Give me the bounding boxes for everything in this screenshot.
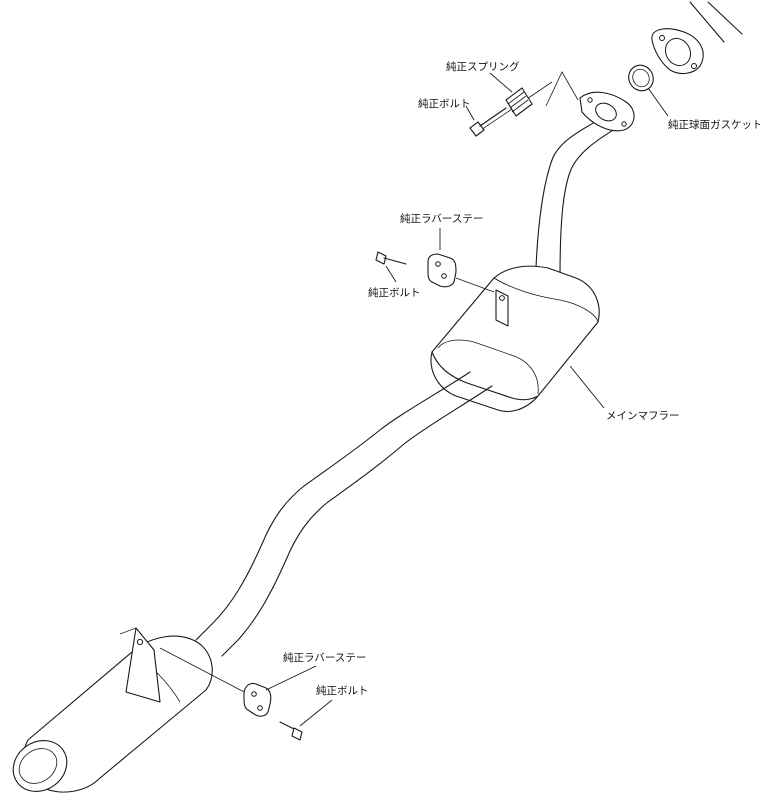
bolt-part-lower	[279, 721, 303, 741]
bolt-part-upper	[469, 107, 507, 137]
label-bolt-mid: 純正ボルト	[368, 286, 421, 299]
label-rubber-stay-upper: 純正ラバーステー	[400, 212, 483, 225]
label-gasket: 純正球面ガスケット	[668, 118, 760, 131]
bolt-part-mid	[375, 251, 407, 265]
label-spring: 純正スプリング	[446, 60, 520, 73]
spring-part	[477, 81, 553, 133]
inlet-pipe	[535, 71, 635, 281]
mid-pipe	[195, 371, 493, 657]
rubber-stay-part-lower	[159, 647, 272, 717]
label-bolt-upper: 純正ボルト	[418, 97, 471, 110]
label-main-muffler: メインマフラー	[606, 410, 680, 422]
leader-lines	[265, 72, 669, 727]
label-rubber-stay-lower: 純正ラバーステー	[283, 651, 366, 664]
main-muffler	[430, 265, 600, 413]
upstream-pipe	[651, 1, 743, 75]
rear-muffler	[12, 627, 213, 793]
spherical-gasket	[628, 64, 654, 92]
rubber-stay-part-upper	[427, 253, 495, 293]
label-bolt-lower: 純正ボルト	[316, 684, 369, 697]
